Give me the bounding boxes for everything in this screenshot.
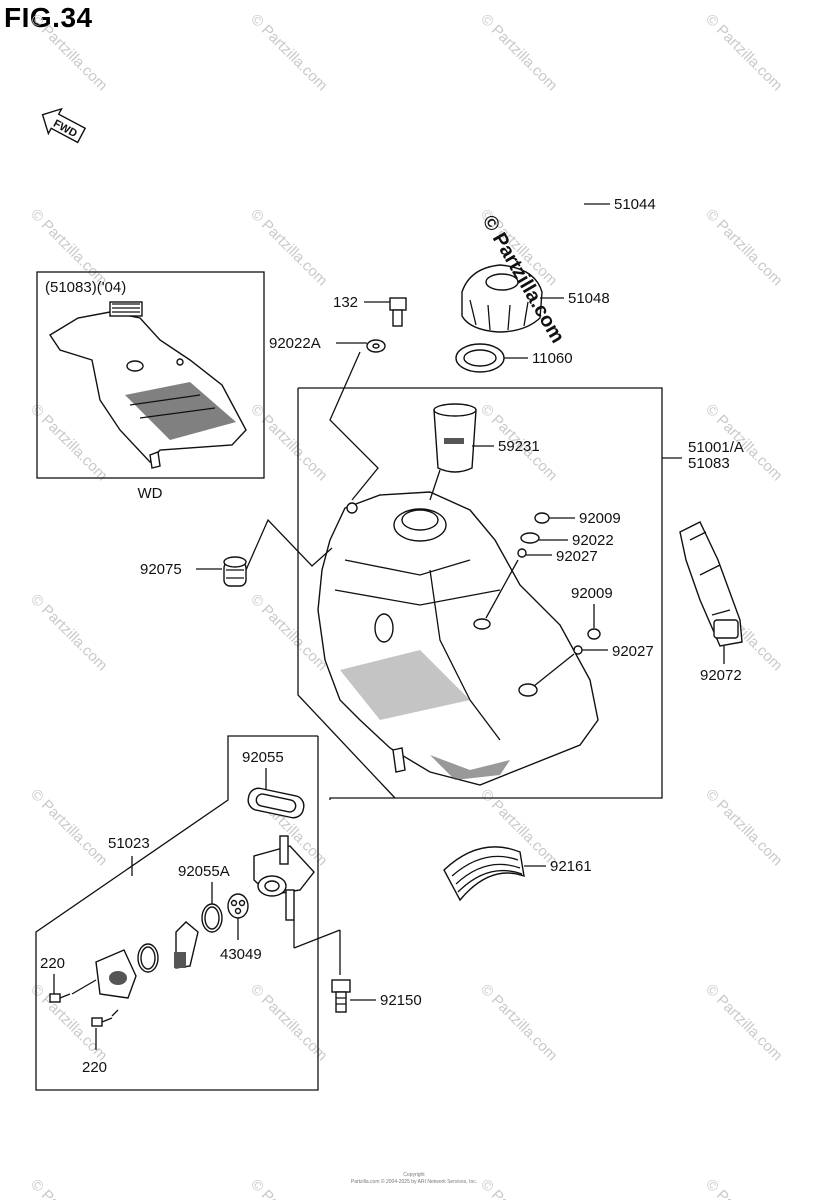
bolt-132-drawing	[389, 297, 407, 327]
fwd-arrow-icon: FWD	[41, 107, 87, 144]
watermark-text: © Partzilla.com	[477, 981, 560, 1064]
watermark-text: © Partzilla.com	[702, 1176, 785, 1200]
callout-132: 132	[333, 294, 358, 311]
nut-92027-upper-drawing	[517, 548, 527, 558]
inset-caption: WD	[138, 485, 163, 502]
fuel-hose-drawing	[479, 176, 585, 234]
fwd-label: FWD	[51, 118, 79, 140]
watermark-text: © Partzilla.com	[27, 786, 110, 869]
callout-92055: 92055	[242, 749, 284, 766]
callout-92161: 92161	[550, 858, 592, 875]
lever-drawing	[174, 921, 199, 969]
callout-92055a: 92055A	[178, 863, 230, 880]
watermark-text: © Partzilla.com	[247, 11, 330, 94]
grommet-92075-drawing	[223, 556, 247, 587]
gasket-92055-drawing	[247, 787, 305, 819]
callout-51001a: 51001/A	[688, 439, 744, 456]
copyright-line2: Partzilla.com © 2004-2025 by ARI Network…	[351, 1178, 477, 1185]
callout-92022: 92022	[572, 532, 614, 549]
watermark-text: © Partzilla.com	[702, 11, 785, 94]
callout-92075: 92075	[140, 561, 182, 578]
inset-header: (51083)('04)	[45, 279, 126, 296]
callout-220-upper: 220	[40, 955, 65, 972]
callout-92027-upper: 92027	[556, 548, 598, 565]
bolt-92150-drawing	[331, 979, 351, 1013]
callout-51048: 51048	[568, 290, 610, 307]
figure-title: FIG.34	[4, 2, 93, 33]
watermark-text: © Partzilla.com	[702, 981, 785, 1064]
callout-43049: 43049	[220, 946, 262, 963]
gasket-11060-drawing	[455, 343, 505, 373]
callout-51023: 51023	[108, 835, 150, 852]
fuel-cap-drawing	[461, 264, 543, 333]
strap-92072-drawing	[679, 521, 743, 647]
screw-220-lower-drawing	[91, 1017, 113, 1027]
callout-59231: 59231	[498, 438, 540, 455]
screw-92009-lower-drawing	[587, 628, 601, 640]
callout-220-lower: 220	[82, 1059, 107, 1076]
watermark-text: © Partzilla.com	[247, 1176, 330, 1200]
filter-59231-drawing	[433, 403, 477, 473]
watermark-text: © Partzilla.com	[247, 206, 330, 289]
callout-51083: 51083	[688, 455, 730, 472]
watermark-text: © Partzilla.com	[27, 401, 110, 484]
washer-92022-drawing	[520, 532, 540, 544]
callout-92072: 92072	[700, 667, 742, 684]
callout-11060: 11060	[532, 350, 573, 367]
callout-92150: 92150	[380, 992, 422, 1009]
watermark-text: © Partzilla.com	[702, 206, 785, 289]
inset-panel: (51083)('04) WD	[36, 271, 265, 502]
watermark-text: © Partzilla.com	[27, 591, 110, 674]
watermark-text: © Partzilla.com	[27, 206, 110, 289]
watermark-text: © Partzilla.com	[477, 1176, 560, 1200]
screw-92009-upper-drawing	[534, 512, 550, 524]
screw-220-upper-drawing	[49, 993, 71, 1003]
watermark-text: © Partzilla.com	[27, 11, 110, 94]
callout-51044: 51044	[614, 196, 656, 213]
copyright-line1: Copyright	[403, 1172, 425, 1178]
watermark-text: © Partzilla.com	[477, 11, 560, 94]
callout-92027-lower: 92027	[612, 643, 654, 660]
callout-92009-upper: 92009	[579, 510, 621, 527]
petcock-valve-drawing	[253, 835, 315, 921]
fuel-tank-drawing	[317, 491, 599, 786]
watermark-text: © Partzilla.com	[27, 1176, 110, 1200]
tank-assembly-bracket	[297, 387, 663, 800]
plate-43049-drawing	[227, 893, 249, 919]
callout-92022a: 92022A	[269, 335, 321, 352]
nut-92027-lower-drawing	[573, 645, 583, 655]
pad-92161-drawing	[443, 846, 525, 902]
callout-92009-lower: 92009	[571, 585, 613, 602]
inset-tank-drawing	[49, 301, 247, 469]
cover-plate-drawing	[95, 949, 137, 999]
petcock-assembly-bracket	[35, 735, 319, 1091]
watermark-text: © Partzilla.com	[702, 786, 785, 869]
watermark-text: © Partzilla.com	[247, 401, 330, 484]
